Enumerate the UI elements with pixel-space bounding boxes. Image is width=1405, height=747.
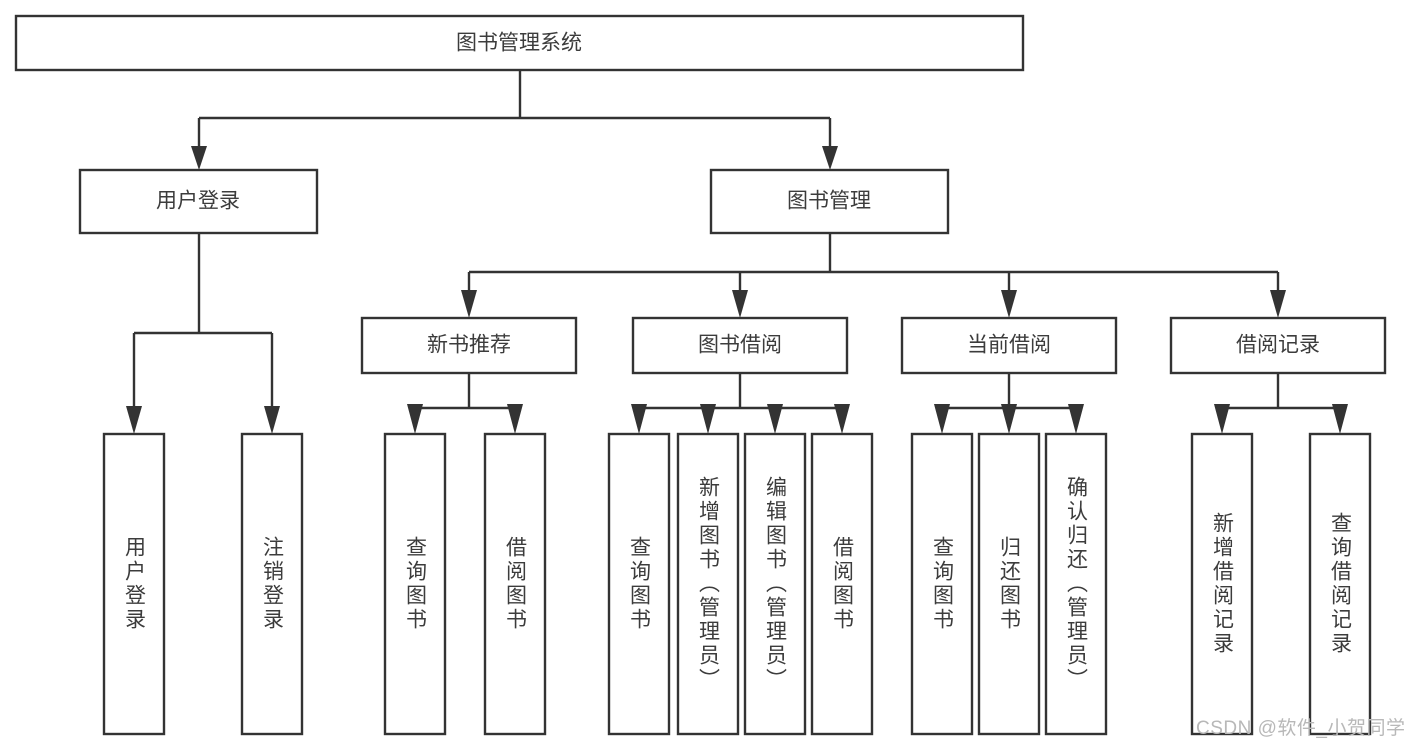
arrowhead-leaf-query-book-1	[407, 404, 423, 434]
node-book-admin[interactable]: 图书管理	[709, 168, 950, 235]
node-leaf-add-record-rect[interactable]	[1190, 432, 1254, 736]
node-leaf-logout-rect[interactable]	[240, 432, 304, 736]
arrowhead-book-borrow	[732, 290, 748, 318]
node-user-login[interactable]: 用户登录	[78, 168, 319, 235]
node-book-admin-rect[interactable]	[709, 168, 950, 235]
arrowhead-leaf-user-login	[126, 406, 142, 434]
node-root-label: 图书管理系统	[456, 32, 582, 55]
node-current-borrow-rect[interactable]	[900, 316, 1118, 375]
edge-group-borrow-record	[1214, 373, 1348, 434]
arrowhead-leaf-edit-book	[767, 404, 783, 434]
node-current-borrow-label: 当前借阅	[967, 334, 1051, 357]
node-leaf-query-record-rect[interactable]	[1308, 432, 1372, 736]
node-user-login-rect[interactable]	[78, 168, 319, 235]
arrowhead-leaf-borrow-book-2	[834, 404, 850, 434]
arrowhead-book-admin	[822, 146, 838, 170]
node-new-book-rec-rect[interactable]	[360, 316, 578, 375]
node-root[interactable]: 图书管理系统	[14, 14, 1025, 72]
edge-group-book-admin	[461, 233, 1286, 318]
arrowhead-leaf-confirm-return	[1068, 404, 1084, 434]
node-borrow-record-rect[interactable]	[1169, 316, 1387, 375]
node-leaf-return-book-rect[interactable]	[977, 432, 1041, 736]
arrowhead-leaf-query-record	[1332, 404, 1348, 434]
arrowhead-leaf-borrow-book-1	[507, 404, 523, 434]
edge-group-current-borrow	[934, 373, 1084, 434]
node-user-login-label: 用户登录	[156, 190, 240, 213]
arrowhead-leaf-return-book	[1001, 404, 1017, 434]
edge-group-root	[191, 70, 838, 170]
arrowhead-leaf-logout	[264, 406, 280, 434]
node-leaf-query-book-3-rect[interactable]	[910, 432, 974, 736]
node-book-borrow-label: 图书借阅	[698, 334, 782, 357]
arrowhead-user-login	[191, 146, 207, 170]
edge-group-new-book-rec	[407, 373, 523, 434]
node-new-book-rec[interactable]: 新书推荐	[360, 316, 578, 375]
node-book-admin-label: 图书管理	[787, 190, 871, 213]
edge-group-book-borrow	[631, 373, 850, 434]
node-leaf-confirm-return-rect[interactable]	[1044, 432, 1108, 736]
node-leaf-borrow-book-1-rect[interactable]	[483, 432, 547, 736]
node-new-book-rec-label: 新书推荐	[427, 334, 511, 357]
node-leaf-edit-book-rect[interactable]	[743, 432, 807, 736]
arrowhead-current-borrow	[1001, 290, 1017, 318]
node-current-borrow[interactable]: 当前借阅	[900, 316, 1118, 375]
edge-group-user-login	[126, 233, 280, 434]
arrowhead-leaf-add-record	[1214, 404, 1230, 434]
leaf-rect-group	[102, 432, 1372, 736]
node-leaf-add-book-rect[interactable]	[676, 432, 740, 736]
node-leaf-query-book-2-rect[interactable]	[607, 432, 671, 736]
node-leaf-query-book-1-rect[interactable]	[383, 432, 447, 736]
arrowhead-new-book-rec	[461, 290, 477, 318]
node-root-rect[interactable]	[14, 14, 1025, 72]
node-borrow-record-label: 借阅记录	[1236, 334, 1320, 357]
arrowhead-leaf-query-book-2	[631, 404, 647, 434]
arrowhead-borrow-record	[1270, 290, 1286, 318]
node-borrow-record[interactable]: 借阅记录	[1169, 316, 1387, 375]
node-leaf-user-login-rect[interactable]	[102, 432, 166, 736]
node-book-borrow-rect[interactable]	[631, 316, 849, 375]
arrowhead-leaf-query-book-3	[934, 404, 950, 434]
node-book-borrow[interactable]: 图书借阅	[631, 316, 849, 375]
node-leaf-borrow-book-2-rect[interactable]	[810, 432, 874, 736]
csdn-watermark: CSDN @软件_小贺同学	[1196, 718, 1405, 739]
arrowhead-leaf-add-book	[700, 404, 716, 434]
